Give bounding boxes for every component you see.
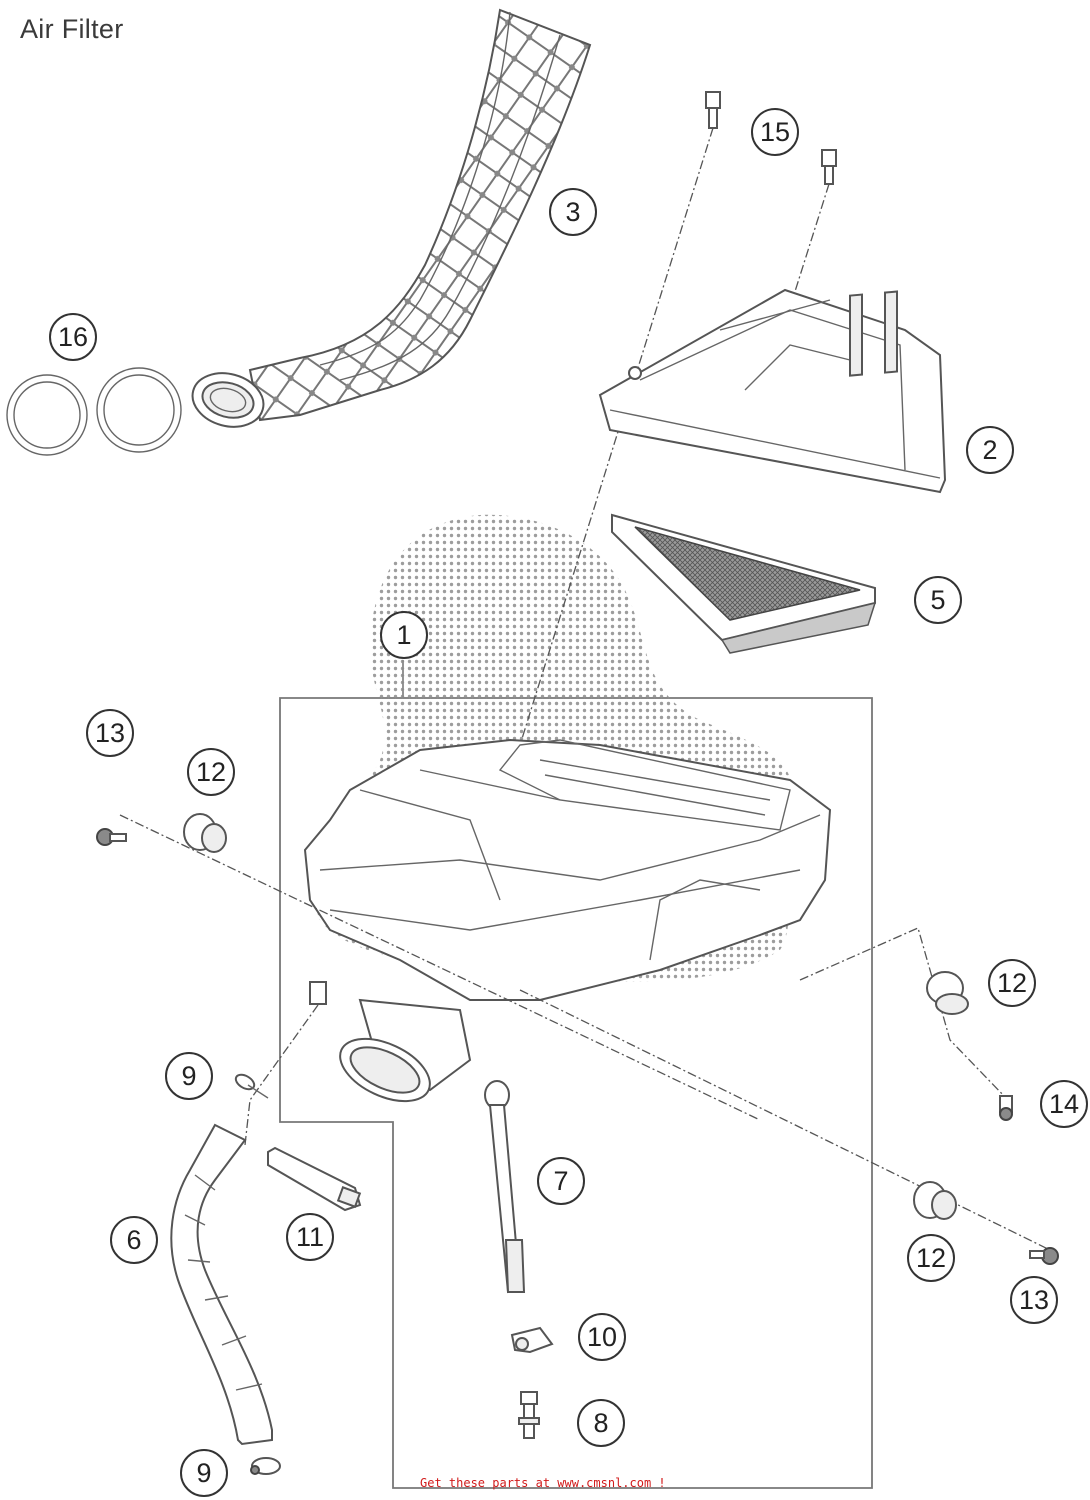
airbox-housing: [303, 738, 832, 1103]
page-title: Air Filter: [20, 14, 124, 44]
callout-2: 2: [966, 426, 1014, 474]
clamp-9-lower: [250, 1457, 281, 1475]
svg-text:1: 1: [396, 620, 411, 650]
leader-13-12-left: [119, 814, 761, 1121]
bolt-13-left: [96, 828, 127, 846]
callout-15: 15: [751, 108, 799, 156]
bolt-13-right: [1029, 1247, 1059, 1265]
svg-text:15: 15: [760, 117, 790, 147]
svg-text:9: 9: [196, 1458, 211, 1488]
svg-text:13: 13: [1019, 1285, 1049, 1315]
leader-hose: [244, 1004, 319, 1146]
callout-1: 1: [380, 611, 428, 659]
svg-text:2: 2: [982, 435, 997, 465]
svg-text:6: 6: [126, 1225, 141, 1255]
rubber-12-left: [183, 813, 227, 853]
rubber-12-right-upper: [926, 971, 969, 1015]
callout-12-left: 12: [187, 748, 235, 796]
svg-text:11: 11: [296, 1222, 324, 1252]
svg-text:5: 5: [930, 585, 945, 615]
svg-text:8: 8: [593, 1408, 608, 1438]
airbox-lid: [598, 288, 947, 494]
callout-16: 16: [49, 313, 97, 361]
leader-12-14: [799, 927, 1009, 1101]
svg-text:7: 7: [553, 1166, 568, 1196]
callout-13-left: 13: [86, 709, 134, 757]
rubber-12-right-lower: [913, 1181, 957, 1220]
footer-link-text[interactable]: Get these parts at www.cmsnl.com !: [420, 1476, 666, 1490]
callout-12-right-lower: 12: [907, 1234, 955, 1282]
leader-15a: [519, 127, 714, 746]
callout-13-right: 13: [1010, 1276, 1058, 1324]
svg-text:12: 12: [916, 1243, 946, 1273]
callout-14: 14: [1040, 1080, 1088, 1128]
svg-text:9: 9: [181, 1061, 196, 1091]
callout-5: 5: [914, 576, 962, 624]
svg-text:14: 14: [1049, 1089, 1079, 1119]
o-rings: [6, 367, 182, 456]
plug-8: [518, 1391, 540, 1439]
leader-12-13-right: [519, 989, 1051, 1251]
clamp-9-upper: [234, 1073, 269, 1099]
svg-text:12: 12: [997, 968, 1027, 998]
callout-3: 3: [549, 188, 597, 236]
callout-10: 10: [578, 1313, 626, 1361]
filter-element: [611, 513, 877, 654]
callout-12-right-upper: 12: [988, 959, 1036, 1007]
callout-9-lower: 9: [180, 1449, 228, 1497]
svg-text:3: 3: [565, 197, 580, 227]
callout-11: 11: [286, 1213, 334, 1261]
screw-14: [999, 1095, 1013, 1121]
svg-text:13: 13: [95, 718, 125, 748]
callout-6: 6: [110, 1216, 158, 1264]
callout-7: 7: [537, 1157, 585, 1205]
intake-snorkel: [191, 8, 592, 428]
svg-text:16: 16: [58, 322, 88, 352]
drain-hose-6: [170, 1123, 273, 1446]
assembly-frame: [279, 697, 873, 1489]
cable-strap-11: [267, 1146, 362, 1212]
clip-10: [510, 1326, 554, 1354]
callout-8: 8: [577, 1399, 625, 1447]
svg-text:12: 12: [196, 757, 226, 787]
breather-tube-7: [484, 1080, 526, 1294]
svg-text:10: 10: [587, 1322, 617, 1352]
callout-9-upper: 9: [165, 1052, 213, 1100]
